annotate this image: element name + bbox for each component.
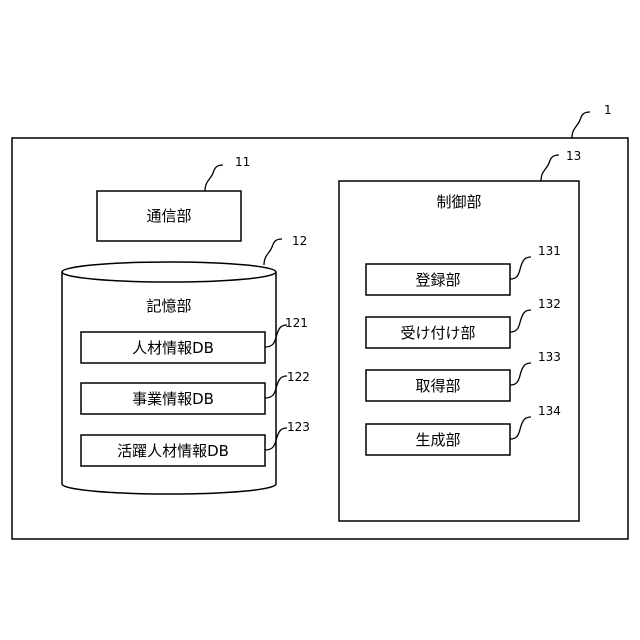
registration-module-ref: 131: [538, 244, 561, 258]
device-frame: [12, 138, 628, 539]
registration-module-label: 登録部: [415, 271, 460, 289]
device-ref: 1: [604, 103, 612, 117]
talent-db-label: 人材情報DB: [132, 339, 214, 357]
generation-module-leader-line: [510, 417, 531, 439]
storage-unit-label: 記憶部: [146, 297, 191, 315]
acquisition-module-ref: 133: [538, 350, 561, 364]
communication-unit-leader-line: [205, 165, 223, 191]
storage-unit-leader-line: [264, 239, 282, 265]
business-db-ref: 122: [287, 370, 310, 384]
communication-unit-label: 通信部: [146, 207, 191, 225]
acquisition-module-leader-line: [510, 363, 531, 385]
registration-module-leader-line: [510, 257, 531, 279]
business-db-label: 事業情報DB: [132, 390, 214, 408]
control-unit-leader-line: [541, 155, 559, 181]
acquisition-module-label: 取得部: [415, 377, 460, 395]
active-talent-db-ref: 123: [287, 420, 310, 434]
reception-module-ref: 132: [538, 297, 561, 311]
device-leader-line: [572, 112, 590, 138]
control-unit-ref: 13: [566, 149, 581, 163]
active-talent-db-label: 活躍人材情報DB: [117, 442, 229, 460]
generation-module-ref: 134: [538, 404, 561, 418]
generation-module-label: 生成部: [415, 431, 460, 449]
control-unit-label: 制御部: [436, 193, 481, 211]
storage-unit-cylinder-top: [62, 262, 276, 282]
talent-db-ref: 121: [285, 316, 308, 330]
reception-module-label: 受け付け部: [400, 324, 475, 342]
reception-module-leader-line: [510, 310, 531, 332]
storage-unit-ref: 12: [292, 234, 307, 248]
communication-unit-ref: 11: [235, 155, 250, 169]
